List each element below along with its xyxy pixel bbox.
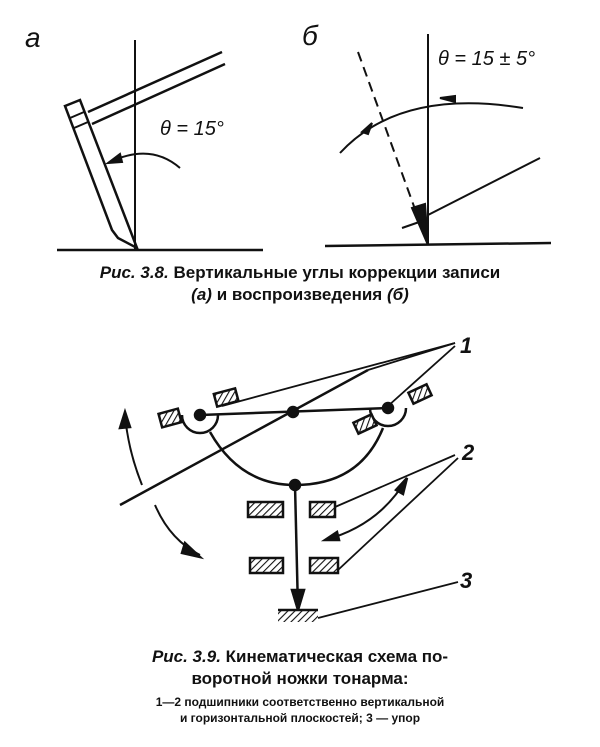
figure-3-8-caption: Рис. 3.8. Вертикальные углы коррекции за… <box>0 262 600 306</box>
caption-ref-a: (а) <box>191 285 212 304</box>
figure-3-9-drawing <box>118 342 459 622</box>
label-2: 2 <box>462 440 475 465</box>
caption-line: и воспроизведения <box>216 285 383 304</box>
caption-line: воротной ножки тонарма: <box>191 669 409 688</box>
theta-a-label: θ = 15° <box>160 118 224 140</box>
caption-line: Кинематическая схема по- <box>225 647 449 666</box>
legend-line: 1—2 подшипники соответственно вертикальн… <box>155 695 445 709</box>
figure-3-9-caption: Рис. 3.9. Кинематическая схема по- ворот… <box>0 646 600 690</box>
caption-line: Вертикальные углы коррекции записи <box>173 263 501 282</box>
theta-b-label: θ = 15 ± 5° <box>438 48 536 70</box>
figure-b-label: б <box>302 20 318 51</box>
figure-b-drawing <box>324 34 552 248</box>
figure-a-label: а <box>25 22 41 53</box>
figure-a-drawing <box>57 40 263 252</box>
figure-3-9-legend: 1—2 подшипники соответственно вертикальн… <box>0 694 600 726</box>
caption-prefix: Рис. 3.8. <box>99 263 169 282</box>
label-3: 3 <box>460 568 473 593</box>
legend-line: и горизонтальной плоскостей; 3 — упор <box>179 711 421 725</box>
caption-prefix: Рис. 3.9. <box>151 647 221 666</box>
caption-ref-b: (б) <box>386 285 409 304</box>
label-1: 1 <box>460 333 473 358</box>
